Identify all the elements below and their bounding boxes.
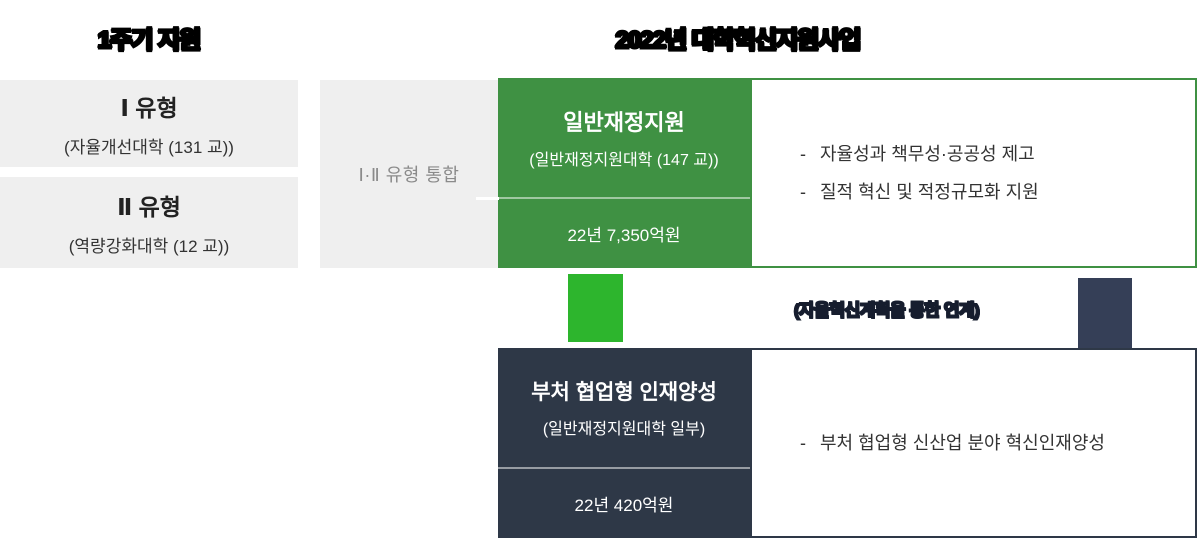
link-label: (자율혁신계획을 통한 연계) — [793, 300, 981, 321]
bullet-dash: - — [800, 144, 806, 164]
ministry-program-point-1-text: 부처 협업형 신산업 분야 혁신인재양성 — [820, 433, 1105, 453]
ministry-program-subtitle: (일반재정지원대학 일부) — [542, 421, 706, 438]
down-connector-icon — [568, 274, 623, 342]
general-support-point-1-text: 자율성과 책무성·공공성 제고 — [820, 144, 1035, 164]
bullet-dash: - — [800, 433, 806, 453]
general-support-divider — [498, 197, 750, 199]
general-support-point-2-text: 질적 혁신 및 적정규모화 지원 — [820, 182, 1039, 202]
bullet-dash: - — [800, 182, 806, 202]
general-support-point-1: - 자율성과 책무성·공공성 제고 — [800, 135, 1195, 173]
general-support-title: 일반재정지원 — [563, 110, 685, 135]
ministry-program-box: 부처 협업형 인재양성 (일반재정지원대학 일부) 22년 420억원 — [498, 348, 750, 538]
general-support-point-2: - 질적 혁신 및 적정규모화 지원 — [800, 173, 1195, 211]
up-connector-icon — [1078, 278, 1132, 348]
ministry-program-divider — [498, 467, 750, 469]
type2-title: Ⅱ 유형 — [117, 194, 181, 220]
divider-notch — [476, 197, 499, 200]
general-support-subtitle: (일반재정지원대학 (147 교)) — [529, 152, 719, 169]
ministry-program-desc-box: - 부처 협업형 신산업 분야 혁신인재양성 — [750, 348, 1197, 538]
general-support-budget: 22년 7,350억원 — [567, 226, 681, 245]
type2-box: Ⅱ 유형 (역량강화대학 (12 교)) — [0, 177, 298, 268]
general-support-desc-box: - 자율성과 책무성·공공성 제고 - 질적 혁신 및 적정규모화 지원 — [750, 78, 1197, 268]
type2-subtitle: (역량강화대학 (12 교)) — [68, 237, 230, 256]
ministry-program-point-1: - 부처 협업형 신산업 분야 혁신인재양성 — [800, 424, 1195, 462]
type1-subtitle: (자율개선대학 (131 교)) — [64, 138, 234, 157]
merge-box: Ⅰ·Ⅱ 유형 통합 — [320, 80, 498, 268]
left-column-header: 1주기 지원 — [96, 26, 202, 56]
merge-box-label: Ⅰ·Ⅱ 유형 통합 — [358, 165, 460, 185]
type1-box: Ⅰ 유형 (자율개선대학 (131 교)) — [0, 80, 298, 167]
type1-title: Ⅰ 유형 — [120, 95, 178, 121]
general-support-box: 일반재정지원 (일반재정지원대학 (147 교)) 22년 7,350억원 — [498, 78, 750, 268]
ministry-program-budget: 22년 420억원 — [574, 496, 674, 515]
right-column-header: 2022년 대학혁신지원사업 — [614, 26, 863, 56]
ministry-program-title: 부처 협업형 인재양성 — [531, 381, 717, 404]
